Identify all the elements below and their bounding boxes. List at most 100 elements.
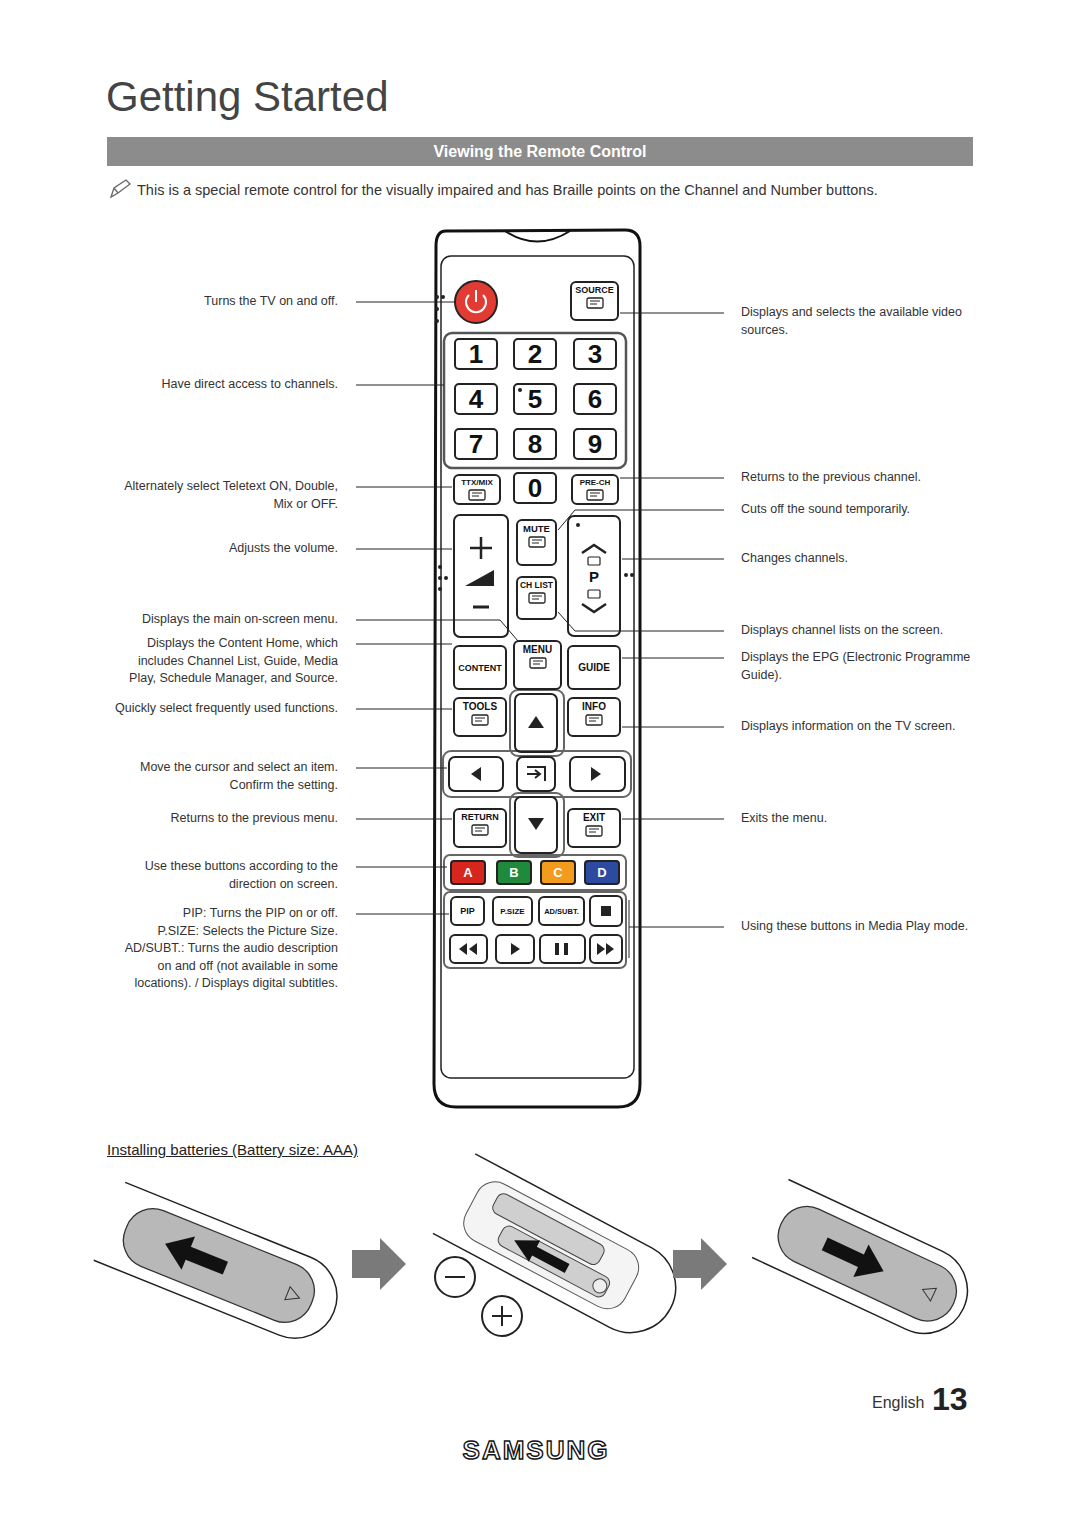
- remote-button: 4: [454, 383, 498, 415]
- remote-button: PIP: [450, 896, 485, 926]
- button-label: 1: [469, 339, 483, 370]
- remote-button: 0: [513, 472, 557, 504]
- remote-button: PRE-CH: [571, 474, 619, 505]
- button-icon: [586, 489, 604, 501]
- button-label: MENU: [523, 644, 552, 655]
- button-label: P.SIZE: [500, 907, 524, 916]
- callout-text: Changes channels.: [741, 550, 976, 568]
- remote-button: TOOLS: [453, 697, 507, 737]
- callout-text: Move the cursor and select an item. Conf…: [133, 759, 338, 794]
- button-label: 2: [528, 339, 542, 370]
- button-label: A: [463, 865, 472, 880]
- callout-text: Quickly select frequently used functions…: [108, 700, 338, 718]
- button-icon: [586, 297, 604, 309]
- button-icon: [585, 714, 603, 726]
- remote-button: P.SIZE: [492, 896, 533, 926]
- remote-button: A: [450, 860, 486, 885]
- callout-text: English: [872, 1394, 932, 1412]
- callout-text: AD/SUBT.: Turns the audio description on…: [116, 940, 338, 993]
- button-label: 6: [588, 384, 602, 415]
- remote-button: RETURN: [453, 808, 507, 848]
- callout-text: Have direct access to channels.: [108, 376, 338, 394]
- button-icon: [529, 657, 547, 669]
- button-icon: [468, 489, 486, 501]
- callout-text: P.SIZE: Selects the Picture Size.: [108, 923, 338, 941]
- button-label: SOURCE: [575, 285, 614, 295]
- callout-text: Displays information on the TV screen.: [741, 718, 976, 736]
- button-label: CH LIST: [520, 580, 553, 590]
- button-label: P: [589, 568, 599, 585]
- button-label: TTX/MIX: [461, 478, 493, 487]
- callout-text: Displays the EPG (Electronic Programme G…: [741, 649, 976, 684]
- button-label: RETURN: [461, 812, 499, 822]
- button-label: AD/SUBT.: [544, 907, 579, 916]
- button-label: TOOLS: [463, 701, 497, 712]
- button-icon: [585, 825, 603, 837]
- button-icon: [471, 714, 489, 726]
- callout-text: Displays the main on-screen menu.: [108, 611, 338, 629]
- remote-button: P: [567, 515, 621, 637]
- remote-button: GUIDE: [567, 645, 621, 690]
- remote-button: 8: [513, 428, 557, 460]
- remote-body: SAMSUNGSOURCE123456789TTX/MIX0PRE-CHMUTE…: [430, 228, 642, 1108]
- remote-button: CH LIST: [516, 576, 557, 620]
- callout-text: Displays channel lists on the screen.: [741, 622, 976, 640]
- callout-text: Returns to the previous menu.: [108, 810, 338, 828]
- remote-button: SOURCE: [570, 281, 619, 321]
- button-icon: [528, 592, 546, 604]
- remote-button: 5: [513, 383, 557, 415]
- remote-button: 1: [454, 338, 498, 370]
- button-label: 0: [528, 473, 542, 504]
- page-header: Getting Started: [106, 72, 626, 122]
- remote-button: 2: [513, 338, 557, 370]
- button-label: D: [597, 865, 606, 880]
- callout-text: Exits the menu.: [741, 810, 976, 828]
- button-label: 9: [588, 429, 602, 460]
- remote-button: AD/SUBT.: [538, 896, 585, 926]
- callout-text: Displays the Content Home, which include…: [120, 635, 338, 688]
- remote-button: EXIT: [567, 808, 621, 848]
- remote-button: C: [540, 860, 576, 885]
- button-label: 8: [528, 429, 542, 460]
- button-icon: [528, 536, 546, 548]
- brand-logo: SAMSUNG: [430, 1435, 642, 1466]
- button-label: 5: [528, 384, 542, 415]
- button-label: MUTE: [523, 523, 550, 534]
- button-label: GUIDE: [578, 662, 610, 673]
- button-label: C: [553, 865, 562, 880]
- button-label: EXIT: [583, 812, 605, 823]
- remote-button: D: [584, 860, 620, 885]
- button-label: 7: [469, 429, 483, 460]
- button-label: 3: [588, 339, 602, 370]
- callout-text: PIP: Turns the PIP on or off.: [108, 905, 338, 923]
- callout-text: This is a special remote control for the…: [137, 182, 987, 200]
- callout-text: Cuts off the sound temporarily.: [741, 501, 976, 519]
- button-label: B: [509, 865, 518, 880]
- button-icon: [471, 824, 489, 836]
- remote-button: MUTE: [516, 519, 557, 566]
- callout-text: Turns the TV on and off.: [108, 293, 338, 311]
- button-label: PRE-CH: [580, 478, 611, 487]
- remote-button: INFO: [567, 697, 621, 737]
- remote-button: 3: [573, 338, 617, 370]
- section-title: Viewing the Remote Control: [107, 137, 973, 166]
- callout-text: Adjusts the volume.: [108, 540, 338, 558]
- callout-text: Returns to the previous channel.: [741, 469, 976, 487]
- callout-text: Displays and selects the available video…: [741, 304, 976, 339]
- remote-button: 6: [573, 383, 617, 415]
- remote-button: MENU: [513, 640, 562, 690]
- button-label: CONTENT: [458, 663, 502, 673]
- remote-button: 7: [454, 428, 498, 460]
- callout-text: Use these buttons according to the direc…: [133, 858, 338, 893]
- button-label: INFO: [582, 701, 606, 712]
- callout-text: Installing batteries (Battery size: AAA): [107, 1141, 527, 1159]
- remote-button: CONTENT: [453, 645, 507, 690]
- callout-text: 13: [932, 1380, 992, 1418]
- callout-text: Using these buttons in Media Play mode.: [741, 918, 976, 936]
- remote-button: 9: [573, 428, 617, 460]
- remote-button: B: [496, 860, 532, 885]
- button-label: 4: [469, 384, 483, 415]
- remote-button: TTX/MIX: [453, 474, 501, 505]
